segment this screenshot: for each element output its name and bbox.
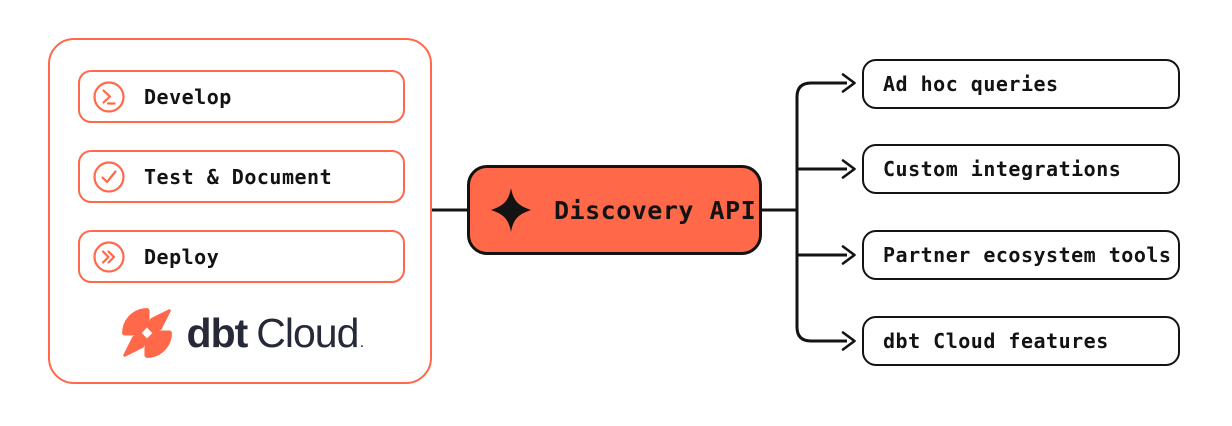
discovery-api-label: Discovery API bbox=[554, 195, 757, 225]
step-develop: Develop bbox=[78, 70, 405, 123]
step-develop-label: Develop bbox=[144, 84, 232, 109]
consumer-ad-hoc-queries: Ad hoc queries bbox=[862, 59, 1180, 109]
consumer-custom-integrations: Custom integrations bbox=[862, 144, 1180, 194]
step-test-document-label: Test & Document bbox=[144, 164, 333, 189]
step-deploy: Deploy bbox=[78, 230, 405, 283]
consumer-label: Ad hoc queries bbox=[883, 72, 1059, 96]
dbt-cloud-wordmark: dbt Cloud . bbox=[186, 309, 364, 357]
dbt-cloud-group: Develop Test & Document Deploy bbox=[48, 38, 432, 384]
discovery-api-node: Discovery API bbox=[467, 165, 762, 255]
consumer-partner-ecosystem-tools: Partner ecosystem tools bbox=[862, 230, 1180, 280]
step-test-document: Test & Document bbox=[78, 150, 405, 203]
connector-branch-top bbox=[795, 81, 847, 210]
connector-branch-bottom bbox=[795, 210, 847, 343]
consumer-label: dbt Cloud features bbox=[883, 329, 1109, 353]
sparkle-icon bbox=[491, 188, 531, 232]
check-circle-icon bbox=[93, 160, 125, 193]
dbt-cloud-logo: dbt Cloud . bbox=[50, 302, 430, 364]
trademark-dot: . bbox=[360, 337, 363, 350]
arrowhead-icons bbox=[841, 73, 856, 351]
consumer-label: Partner ecosystem tools bbox=[883, 243, 1172, 267]
cloud-wordmark-light: Cloud bbox=[256, 309, 359, 356]
consumer-dbt-cloud-features: dbt Cloud features bbox=[862, 316, 1180, 366]
double-chevron-circle-icon bbox=[93, 240, 125, 273]
dbt-logo-mark-icon bbox=[121, 308, 172, 358]
dbt-wordmark-bold: dbt bbox=[186, 309, 249, 356]
step-deploy-label: Deploy bbox=[144, 244, 220, 269]
terminal-prompt-circle-icon bbox=[93, 80, 125, 113]
consumer-label: Custom integrations bbox=[883, 157, 1122, 181]
